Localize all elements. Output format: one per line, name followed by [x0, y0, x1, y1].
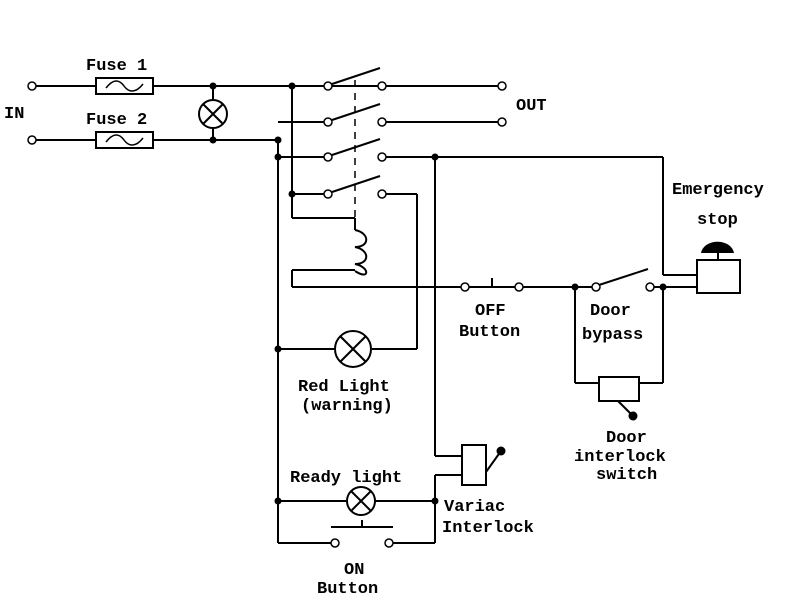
- off-label-line2: Button: [459, 323, 520, 342]
- on-button: [330, 520, 394, 548]
- out-terminal-1: [497, 81, 507, 91]
- on-label-line1: ON: [344, 561, 364, 580]
- door-interlock-switch: [598, 376, 640, 421]
- door-interlock-label-line2: interlock: [574, 448, 666, 467]
- door-bypass-label-line1: Door: [590, 302, 631, 321]
- red-light-label-line2: (warning): [301, 397, 393, 416]
- out-label: OUT: [516, 97, 547, 116]
- door-bypass-label-line2: bypass: [582, 326, 643, 345]
- fuse-2: [95, 131, 154, 149]
- door-interlock-label-line3: switch: [596, 466, 657, 485]
- door-bypass-switch: [591, 268, 655, 292]
- indicator-lamp: [198, 82, 228, 144]
- red-light: [334, 330, 372, 368]
- contactor: [278, 67, 387, 287]
- off-button: [460, 278, 524, 292]
- red-light-label-line1: Red Light: [298, 378, 390, 397]
- out-terminal-2: [497, 117, 507, 127]
- fuse2-label: Fuse 2: [86, 111, 147, 130]
- emergency-label-line2: stop: [697, 211, 738, 230]
- in-terminal-2: [27, 135, 37, 145]
- emergency-stop: [696, 241, 741, 294]
- ready-light: [346, 486, 376, 516]
- variac-label-line1: Variac: [444, 498, 505, 517]
- in-terminal-1: [27, 81, 37, 91]
- off-label-line1: OFF: [475, 302, 506, 321]
- in-label: IN: [4, 105, 24, 124]
- fuse-1: [95, 77, 154, 95]
- ready-light-label: Ready light: [290, 469, 402, 488]
- fuse1-label: Fuse 1: [86, 57, 147, 76]
- variac-interlock: [461, 444, 506, 486]
- emergency-label-line1: Emergency: [672, 181, 764, 200]
- on-label-line2: Button: [317, 580, 378, 599]
- door-interlock-label-line1: Door: [606, 429, 647, 448]
- variac-label-line2: Interlock: [442, 519, 534, 538]
